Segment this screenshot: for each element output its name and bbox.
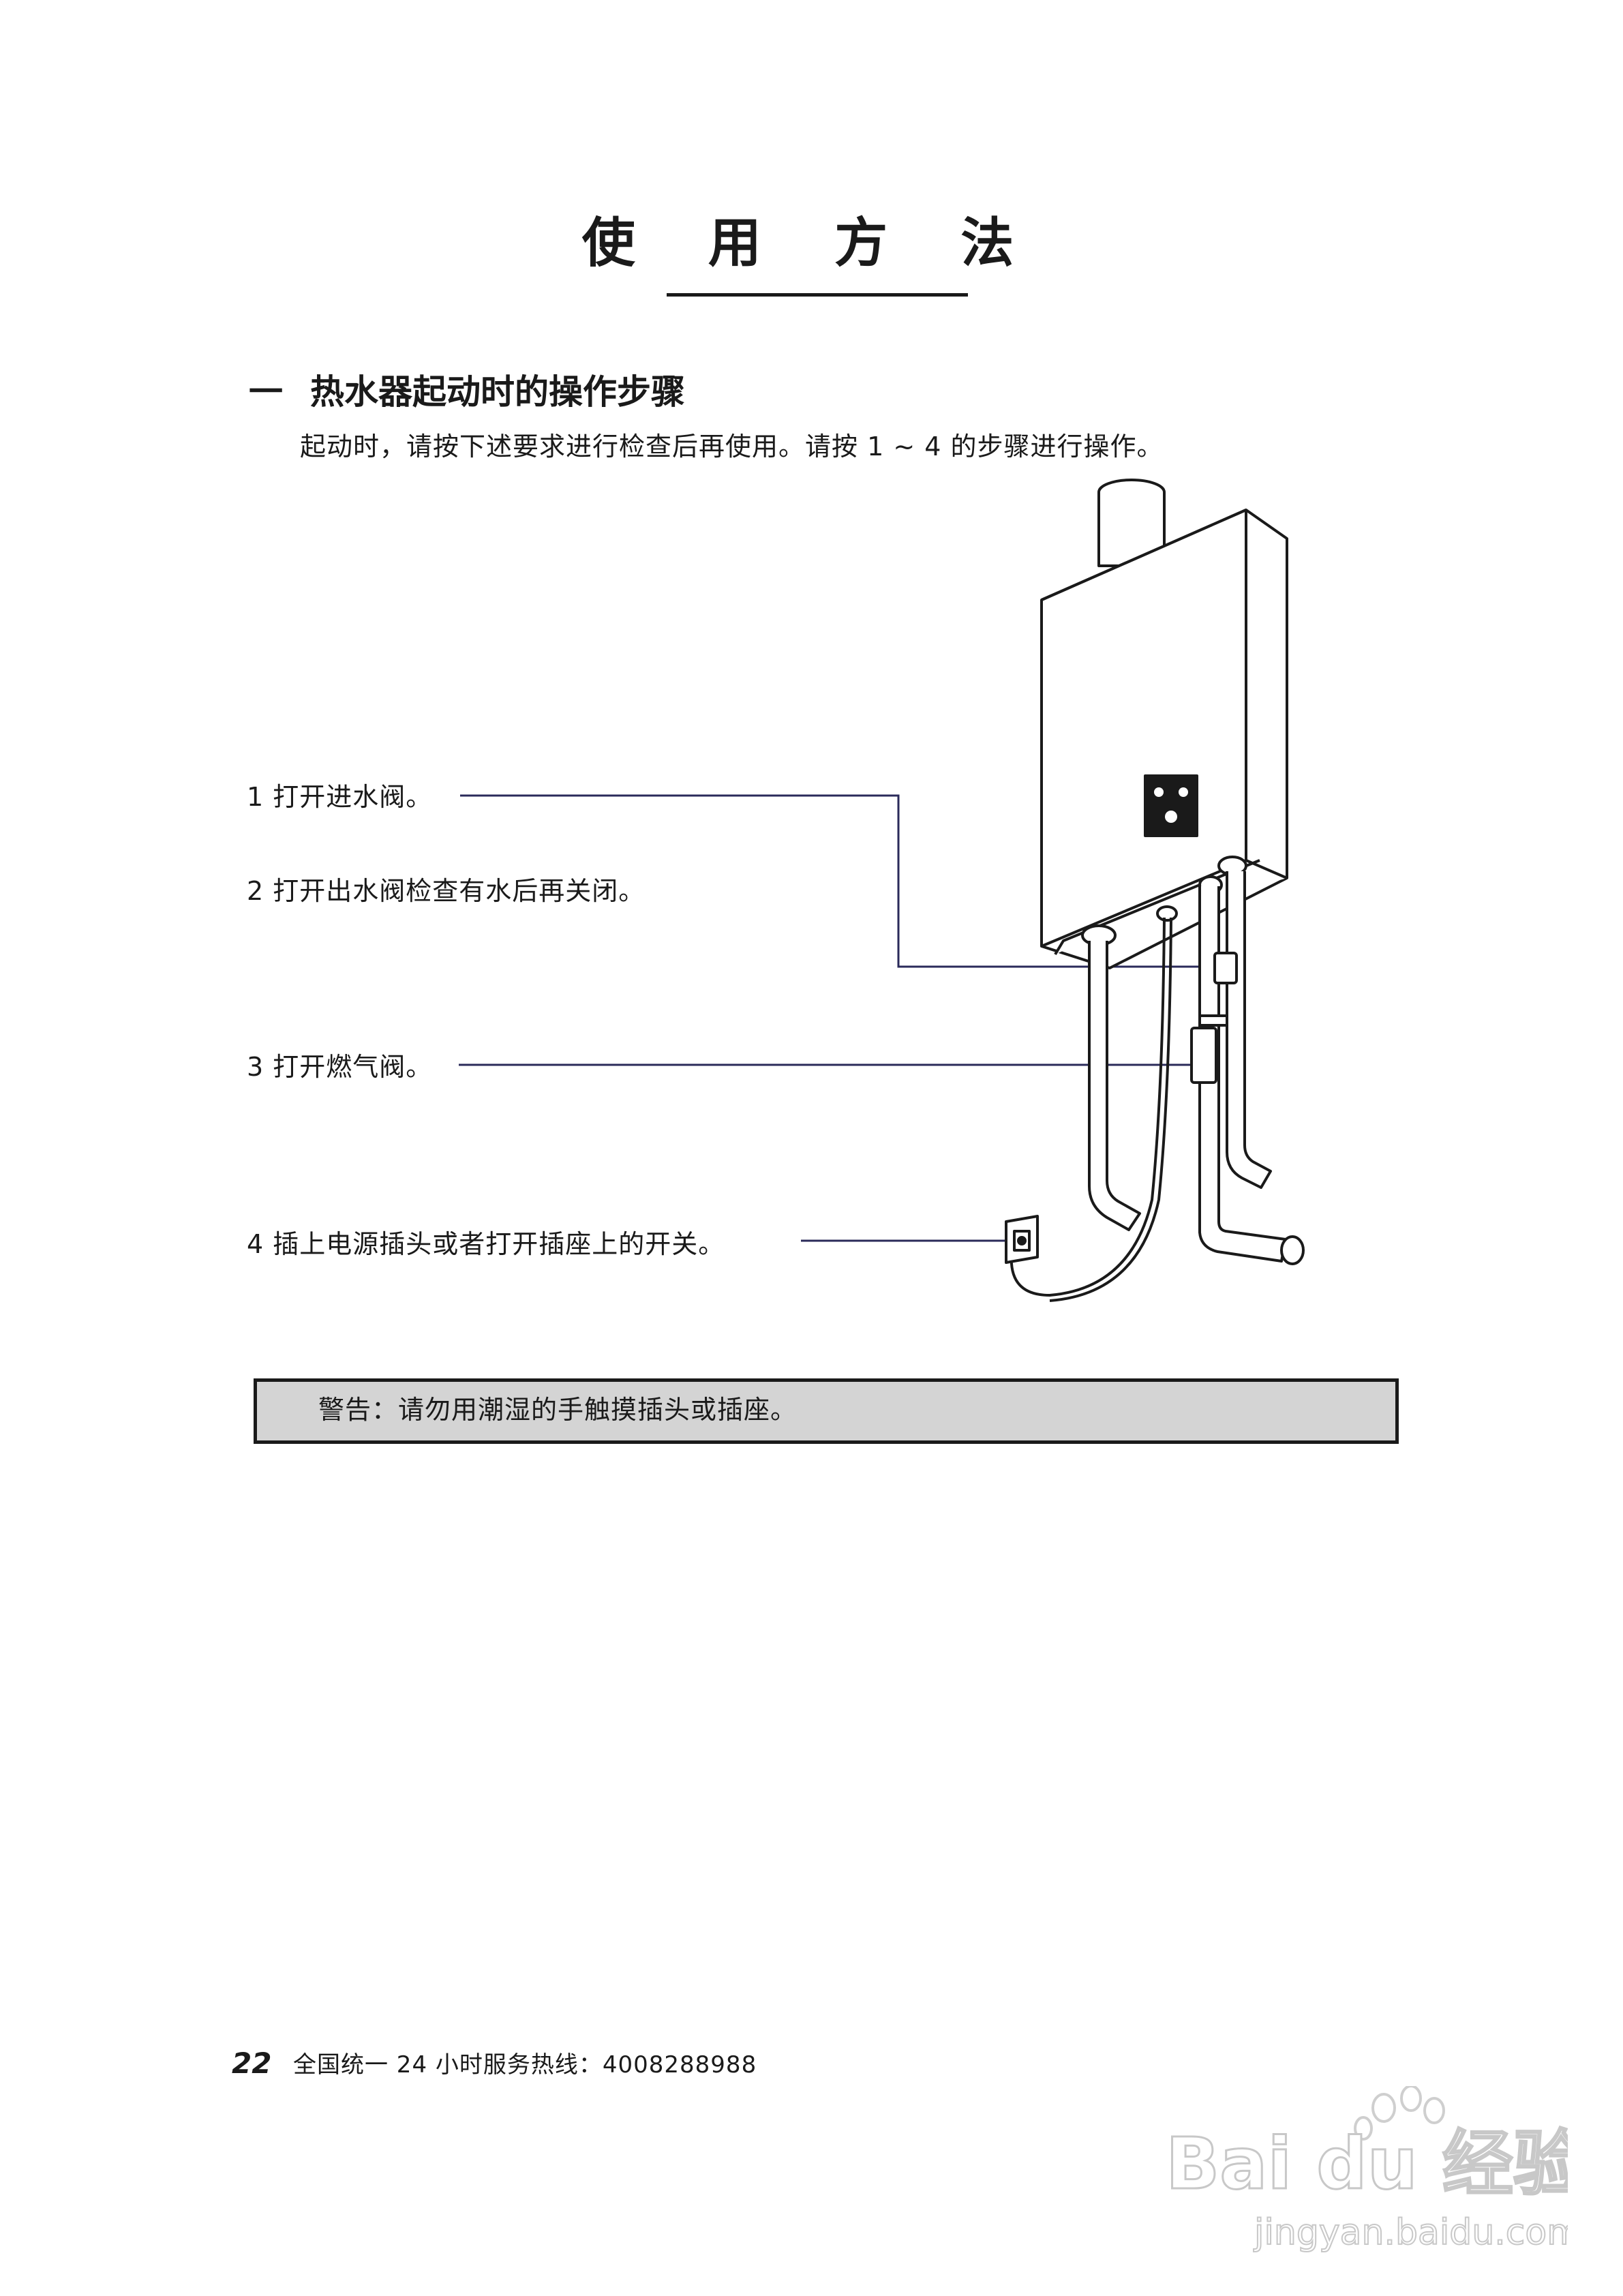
step-4-label: 4 插上电源插头或者打开插座上的开关。 (247, 1229, 725, 1259)
step-3-label: 3 打开燃气阀。 (247, 1052, 433, 1082)
cold-water-pipe (1088, 941, 1141, 1231)
baidu-jingyan-watermark: Bai du 经验 jingyan.baidu.com (1165, 2086, 1568, 2254)
service-hotline: 全国统一 24 小时服务热线：4008288988 (293, 2051, 757, 2079)
hot-water-pipe (1226, 871, 1272, 1189)
power-socket (1005, 1215, 1039, 1264)
valves (1190, 952, 1238, 1084)
title-underline (667, 293, 968, 297)
power-cord (1010, 917, 1172, 1302)
intro-text: 起动时，请按下述要求进行检查后再使用。请按 1 ~ 4 的步骤进行操作。 (300, 432, 1164, 462)
watermark-url: jingyan.baidu.com (1254, 2212, 1568, 2253)
step-1-label: 1 打开进水阀。 (247, 782, 433, 812)
leader-line-step-1 (460, 794, 1227, 968)
heater-body (1040, 509, 1288, 969)
page-number: 22 (232, 2046, 272, 2080)
warning-text: 警告：请勿用潮湿的手触摸插头或插座。 (318, 1395, 798, 1425)
control-panel (1144, 774, 1198, 837)
section-number: 一 (249, 372, 283, 412)
section-heading-text: 热水器起动时的操作步骤 (310, 372, 685, 412)
warning-box: 警告：请勿用潮湿的手触摸插头或插座。 (254, 1378, 1399, 1444)
section-heading: 一热水器起动时的操作步骤 (249, 375, 685, 409)
step-2-label: 2 打开出水阀检查有水后再关闭。 (247, 876, 646, 906)
leader-lines (459, 794, 1227, 1242)
page-title: 使 用 方 法 (581, 213, 1042, 274)
watermark-logo: Bai du 经验 (1166, 2122, 1568, 2205)
